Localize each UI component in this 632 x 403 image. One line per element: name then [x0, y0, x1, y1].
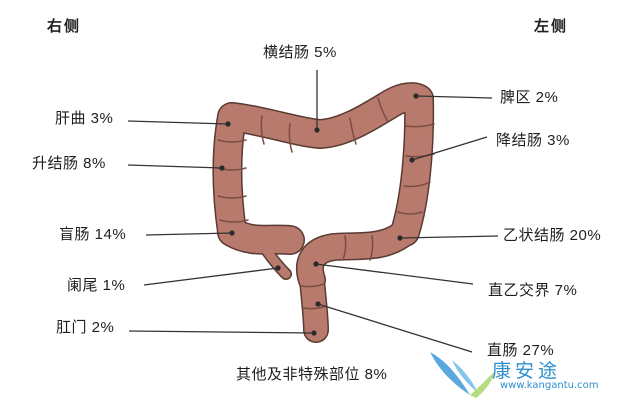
label-ascending-colon: 升结肠 8% [32, 155, 106, 172]
leader-dots [219, 93, 419, 336]
label-descending-colon: 降结肠 3% [496, 132, 570, 149]
label-other-sites: 其他及非特殊部位 8% [236, 366, 388, 383]
descending-colon-fill [391, 85, 433, 246]
haustra-creases [217, 97, 435, 310]
appendix-fill [257, 239, 291, 279]
watermark-logo [430, 352, 496, 398]
label-transverse-colon: 横结肠 5% [263, 44, 337, 61]
label-anus: 肛门 2% [56, 319, 115, 336]
ascending-colon-fill [214, 103, 246, 246]
watermark-url: www.kangantu.com [500, 380, 599, 391]
label-cecum: 盲肠 14% [59, 226, 127, 243]
watermark-brand: 康安途 [492, 360, 562, 382]
leader-lines [127, 70, 499, 353]
label-splenic-flexure: 脾区 2% [500, 89, 559, 106]
label-sigmoid-colon: 乙状结肠 20% [503, 227, 602, 244]
label-rectosigmoid-junction: 直乙交界 7% [488, 282, 578, 299]
label-hepatic-flexure: 肝曲 3% [55, 110, 114, 127]
cecum-fill [218, 218, 304, 254]
label-appendix: 阑尾 1% [67, 277, 126, 294]
rectum-fill [300, 268, 328, 342]
transverse-colon-fill [218, 83, 433, 148]
label-rectum: 直肠 27% [487, 342, 555, 359]
sigmoid-colon-fill [297, 219, 418, 293]
left-side-header: 左侧 [534, 18, 569, 35]
right-side-header: 右侧 [47, 18, 82, 35]
